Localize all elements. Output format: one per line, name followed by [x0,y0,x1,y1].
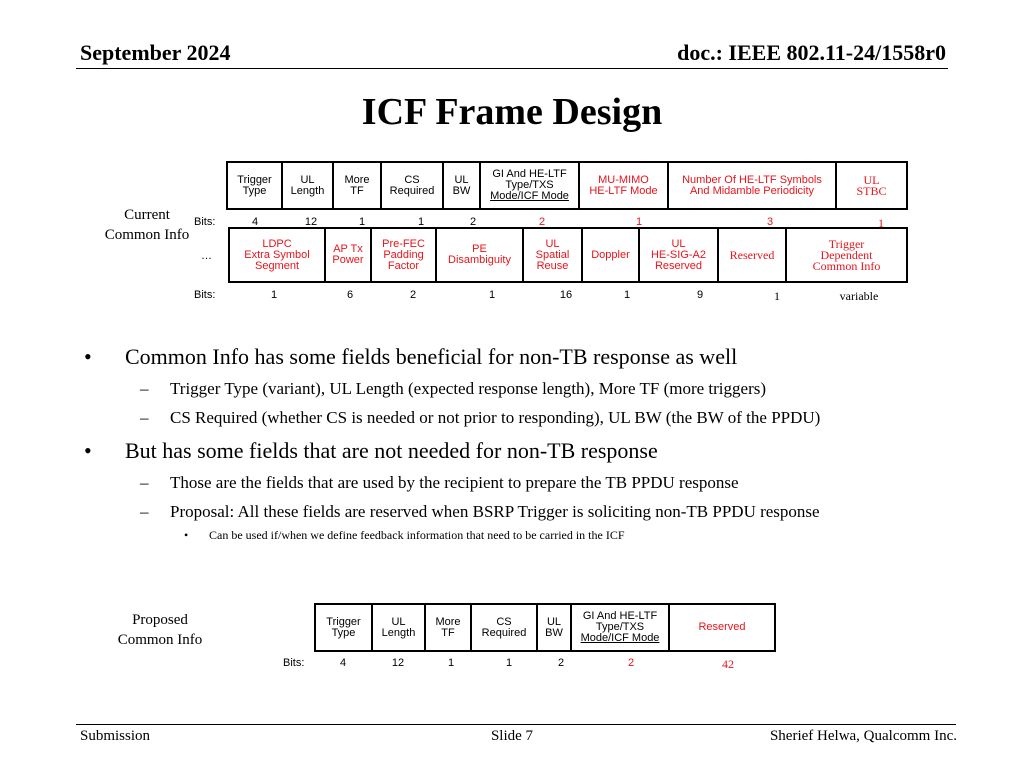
bits-ul-stbc: 1 [878,216,884,230]
bits-trigger-dependent: variable [839,289,879,303]
proposed-label-line1: Proposed [132,612,188,628]
prop-bits-trigger-type: 4 [339,657,347,669]
header-divider [76,68,948,69]
row1-bits-label: Bits: [194,216,216,228]
bullet-dot: • [84,438,92,463]
bits-he-ltf-symbols: 3 [766,216,774,228]
dash-marker: – [140,408,149,427]
bits-trigger-type: 4 [251,216,259,228]
prop-bits-reserved: 42 [722,657,734,671]
bits-gi-he-ltf: 2 [538,216,546,228]
row1-bits: 4 12 1 1 2 2 1 3 1 [0,216,1024,230]
slide-title: ICF Frame Design [361,91,663,133]
current-label-line2: Common Info [104,227,190,243]
bullet-dot: • [184,528,189,542]
dash-marker: – [140,473,149,492]
footer-divider [76,724,956,725]
field-doppler: Doppler [581,227,640,283]
prop-bits-ul-bw: 2 [557,657,565,669]
bits-ul-bw: 2 [469,216,477,228]
footer-slide-number: Slide 7 [490,728,534,744]
bits-ap-tx-power: 6 [346,289,354,301]
bits-pre-fec: 2 [409,289,417,301]
proposed-bits-label: Bits: [283,657,305,669]
bits-ul-spatial-reuse: 16 [559,289,573,301]
header-date: September 2024 [80,40,231,65]
current-common-info-label: Current Common Info [92,205,202,245]
bits-pe-disambiguity: 1 [488,289,496,301]
proposed-label-line2: Common Info [117,632,203,648]
row2-bits-label: Bits: [194,289,216,301]
dash-marker: – [140,379,149,398]
prop-bits-gi-he-ltf: 2 [627,657,635,669]
continuation-ellipsis: … [201,250,212,262]
prop-bits-ul-length: 12 [391,657,405,669]
bits-ul-length: 12 [304,216,318,228]
bits-doppler: 1 [623,289,631,301]
prop-field-reserved: Reserved [668,603,776,652]
footer-author: Sherief Helwa, Qualcomm Inc. [769,728,957,744]
bits-mu-mimo: 1 [635,216,643,228]
bits-cs-required: 1 [417,216,425,228]
proposed-bits: 4 12 1 1 2 2 42 [0,657,1024,671]
prop-bits-cs-required: 1 [505,657,513,669]
header-doc-id: doc.: IEEE 802.11-24/1558r0 [677,40,946,65]
dash-marker: – [140,502,149,521]
current-label-line1: Current [124,207,170,223]
proposed-common-info-label: Proposed Common Info [105,610,215,650]
bits-more-tf: 1 [358,216,366,228]
bullet-dot: • [84,344,92,369]
bits-ul-he-sig-a2: 9 [696,289,704,301]
field-reserved-1: Reserved [717,227,787,283]
footer-submission: Submission [80,728,151,744]
bits-reserved: 1 [774,289,780,303]
row2-bits: 1 6 2 1 16 1 9 1 variable [0,289,1024,303]
bits-ldpc: 1 [270,289,278,301]
prop-bits-more-tf: 1 [447,657,455,669]
